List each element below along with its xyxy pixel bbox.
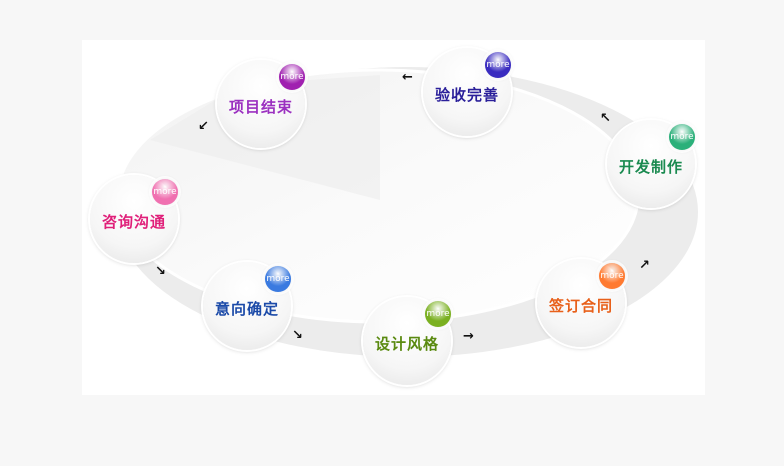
arrow-down-right-icon: ↘ xyxy=(292,328,303,343)
more-button[interactable]: more xyxy=(152,179,178,205)
step-label: 开发制作 xyxy=(618,157,683,176)
step-label: 签订合同 xyxy=(548,296,613,315)
arrow-up-left-icon: ↖ xyxy=(600,111,611,126)
more-button[interactable]: more xyxy=(425,301,451,327)
step-label: 意向确定 xyxy=(214,299,279,318)
step-label: 设计风格 xyxy=(374,334,439,353)
more-button[interactable]: more xyxy=(279,64,305,90)
more-button[interactable]: more xyxy=(599,263,625,289)
step-intent[interactable]: 意向确定 xyxy=(203,262,291,350)
arrow-left-icon: ← xyxy=(402,70,413,85)
more-button[interactable]: more xyxy=(265,266,291,292)
arrow-down-right-icon: ↘ xyxy=(155,264,166,279)
arrow-up-right-icon: ↗ xyxy=(639,258,650,273)
step-label: 项目结束 xyxy=(228,97,293,116)
step-label: 咨询沟通 xyxy=(101,212,166,231)
step-label: 验收完善 xyxy=(434,85,499,104)
arrow-right-icon: → xyxy=(463,329,474,344)
arrow-down-left-icon: ↙ xyxy=(198,119,209,134)
more-button[interactable]: more xyxy=(485,52,511,78)
more-button[interactable]: more xyxy=(669,124,695,150)
